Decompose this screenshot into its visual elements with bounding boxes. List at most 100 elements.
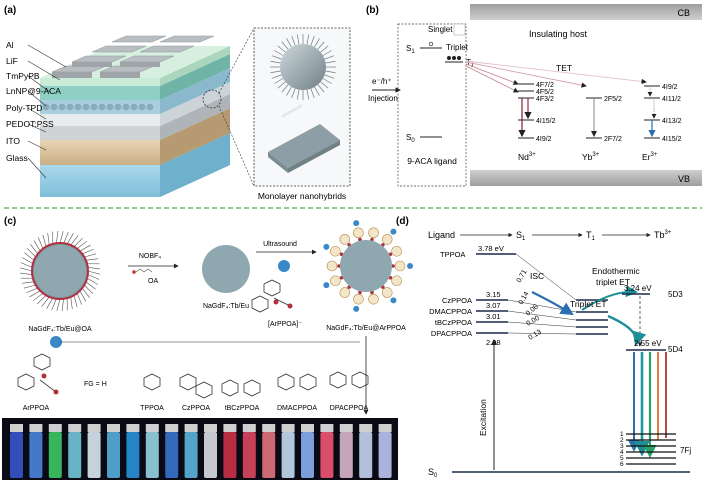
vial-row [10,424,392,478]
gap-value: 0.71 [516,269,529,284]
np3-label: NaGdF₄:Tb/Eu@ArPPOA [326,325,406,332]
inset-caption: Monolayer nanohybrids [258,191,346,201]
yb-ion-label: Yb3+ [582,152,600,162]
t1-header: T1 [586,230,596,242]
layer-label: ITO [6,136,20,146]
panel-d-label: (d) [396,216,409,227]
level-value: 3.15 [486,290,501,299]
oa-molecule [135,268,153,273]
nd-levels [518,83,534,139]
layer-labels: Al LiF TmPyPB LnNP@9-ACA Poly-TPD PEDOT:… [6,40,67,179]
ultrasound-label: Ultrasound [263,241,297,248]
lnnp-side [160,68,230,114]
fj-number: 4 [620,449,624,456]
tet-arrows [465,60,647,93]
isc-label: ISC [530,271,544,281]
lif-side [160,46,230,86]
d4-label: 5D4 [668,345,683,354]
layer-label: TmPyPB [6,71,40,81]
arppoa-anion [251,260,293,313]
tb-header: Tb3+ [654,230,672,240]
ligand-name: TPPOA [140,405,164,412]
layer-label: Poly-TPD [6,103,42,113]
arppoa-label: ArPPOA [23,405,50,412]
ito-side [160,108,230,165]
emission-arrows [628,352,667,459]
fj-levels [626,433,676,465]
nd-level-label: 4F5/2 [536,89,554,96]
isc-arrow [531,291,574,316]
valence-band [470,170,702,186]
layer-label: LiF [6,56,18,66]
np2-label: NaGdF₄:Tb/Eu [203,303,249,310]
connector-lines [507,253,577,335]
glass-layer [40,165,160,197]
yb-levels [586,97,602,139]
ligand-name: CzPPOA [182,405,210,412]
reagent-label: NOBF₄ [139,253,161,260]
zoom-circle [202,89,222,109]
er-level-label: 4I9/2 [662,84,678,91]
layer-label: Al [6,40,14,50]
t1-levels [576,299,608,335]
np-bare [202,245,250,293]
level-name: tBCzPPOA [435,318,472,327]
s1-header: S1 [516,230,526,242]
np1-label: NaGdF₄:Tb/Eu@OA [28,326,92,333]
d3-label: 5D3 [668,290,683,299]
level-name: DMACPPOA [429,307,472,316]
nd-level-label: 4I9/2 [536,136,552,143]
er-levels [644,85,660,139]
lif-layer [40,78,160,86]
tet-label: TET [556,63,572,73]
level-value: 3.78 eV [478,244,504,253]
fj-label: 7Fj [680,446,691,455]
nanoparticle-row [42,103,154,111]
nd-ion-label: Nd3+ [518,152,536,162]
layer-label: PEDOT:PSS [6,119,54,129]
oa-label: OA [148,278,158,285]
panel-b-label: (b) [366,5,379,16]
nd-level-label: 4I15/2 [536,118,556,125]
layer-label: Glass [6,153,28,163]
pedot-layer [40,126,160,140]
triplet-et-label: Triplet ET [570,299,607,309]
level-name: DPACPPOA [431,329,472,338]
fj-number: 1 [620,431,624,438]
panel-a-label: (a) [4,5,16,16]
fg-badge [278,260,290,272]
nanoparticle-sphere [280,44,326,90]
ligand-name: DPACPPOA [330,405,369,412]
fj-number: 5 [620,455,624,462]
triplet-et-arrow [607,314,647,347]
excitation-label: Excitation [478,399,488,436]
ligand-name: tBCzPPOA [225,405,260,412]
endo-label: triplet ET [596,277,630,287]
conduction-band [470,4,702,20]
anion-label: [ArPPOA]⁻ [268,321,302,328]
s1-levels-others [476,299,508,334]
level-name: TPPOA [440,250,465,259]
vb-label: VB [678,174,690,184]
yb-level-label: 2F5/2 [604,96,622,103]
device-stack [40,35,230,197]
panel-d: (d) Ligand S1 T1 Tb3+ TPPOA 3.78 eV CzPP… [396,216,691,479]
endothermic-arrow [581,285,638,311]
np-oleate [20,231,100,311]
ligand-label: 9-ACA ligand [407,156,457,166]
fj-number: 6 [620,461,624,468]
triplet-electrons [447,56,461,60]
singlet-label: Singlet [428,25,453,34]
fj-number: 3 [620,443,624,450]
er-level-label: 4I15/2 [662,136,682,143]
s0-label: S0 [428,467,438,479]
level-name: CzPPOA [442,296,472,305]
er-ion-label: Er3+ [642,152,658,162]
tmpypb-layer [40,86,160,100]
polytpd-layer [40,114,160,126]
ligand-box [397,23,467,187]
nd-level-label: 4F7/2 [536,82,554,89]
level-value: 3.07 [486,301,501,310]
expand-icon [453,23,466,36]
er-level-label: 4I13/2 [662,118,682,125]
